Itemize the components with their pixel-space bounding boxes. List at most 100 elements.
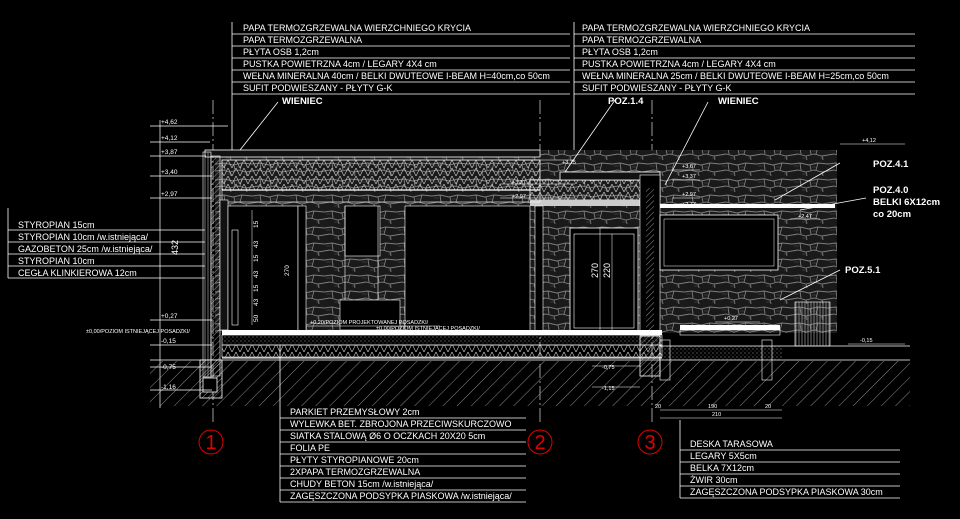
dim-220-door: 220 [602, 263, 612, 278]
roof-left-layer-6: SUFIT PODWIESZANY - PŁYTY G-K [243, 83, 393, 93]
dim-20a: 20 [655, 404, 661, 410]
roof-left-layer-1: PAPA TERMOZGRZEWALNA WIERZCHNIEGO KRYCIA [243, 23, 471, 33]
callout-poz-4-0: POZ.4.0 [873, 185, 908, 196]
roof-left-layer-list: PAPA TERMOZGRZEWALNA WIERZCHNIEGO KRYCIA… [231, 22, 570, 155]
callout-poz-5-1: POZ.5.1 [845, 265, 881, 276]
level-277: +2,77 [682, 202, 696, 208]
level-247: +2,47 [798, 214, 812, 220]
roof-left-layer-2: PAPA TERMOZGRZEWALNA [243, 35, 362, 45]
terrace-layer-3: BELKA 7X12cm [690, 463, 754, 473]
window-dims-left: 15 43 15 43 15 43 50 270 [251, 210, 291, 325]
axis-label-3: 3 [644, 432, 655, 454]
level-lines-left [150, 120, 228, 408]
floor-layer-3: SIATKA STALOWĄ Ø6 O OCZKACH 20X20 5cm [290, 431, 485, 441]
floor-layer-2: WYLEWKA BET. ZBROJONA PRZECIWSKURCZOWO [290, 419, 512, 429]
callout-poz-1-4: POZ.1.4 [608, 96, 644, 107]
wall-left [199, 151, 229, 399]
dim-190: 190 [708, 404, 717, 410]
axis-label-2: 2 [534, 432, 545, 454]
terrace-layer-4: ŻWIR 30cm [690, 475, 738, 485]
level-412: +4,12 [161, 135, 178, 142]
terrace-layer-list: DESKA TARASOWA LEGARY 5X5cm BELKA 7X12cm… [679, 420, 900, 499]
dim-15b: 15 [253, 254, 260, 262]
roof-right-layer-2: PAPA TERMOZGRZEWALNA [582, 35, 701, 45]
dim-20b: 20 [765, 404, 771, 410]
dim-270-door: 270 [590, 263, 600, 278]
dim-15c: 15 [253, 284, 260, 292]
floor-layer-4: FOLIA PE [290, 443, 330, 453]
terrace-layer-5: ZAGĘSZCZONA PODSYPKA PIASKOWA 30cm [690, 487, 883, 497]
level-367: +3,67 [682, 164, 696, 170]
level-327: +3,27 [512, 180, 526, 186]
floor-layer-6: 2XPAPA TERMOZGRZEWALNA [290, 467, 420, 477]
wall-layer-5: CEGŁA KLINKIEROWA 12cm [18, 268, 137, 278]
level-075: -0,75 [161, 364, 176, 371]
dim-43b: 43 [253, 270, 260, 278]
callout-poz-4-1: POZ.4.1 [873, 159, 909, 170]
level-375: +3,75 [562, 160, 576, 166]
ground [150, 345, 910, 406]
floor-layer-1: PARKIET PRZEMYSŁOWY 2cm [290, 407, 420, 417]
roof-left-layer-4: PUSTKA POWIETRZNA 4cm / LEGARY 4X4 cm [243, 59, 437, 69]
dim-270-left: 270 [284, 265, 291, 276]
terrace-layer-1: DESKA TARASOWA [690, 439, 773, 449]
level-075-mid: -0,75 [602, 365, 615, 371]
interior-left [227, 205, 531, 332]
level-297c: +2,97 [682, 192, 696, 198]
level-exist-floor: ±0,00/POZIOM ISTNIEJĄCEJ POSADZKI/ [376, 326, 480, 332]
level-015-right: -0,15 [860, 338, 873, 344]
level-116: -1,16 [161, 384, 176, 391]
level-412-right: +4,12 [862, 138, 876, 144]
callout-co-20cm: co 20cm [873, 209, 911, 220]
roof-right-layer-1: PAPA TERMOZGRZEWALNA WIERZCHNIEGO KRYCIA [582, 23, 810, 33]
wall-layer-3: GAZOBETON 25cm /w.istniejąca/ [18, 244, 153, 254]
roof-left-layer-5: WEŁNA MINERALNA 40cm / BELKI DWUTEOWE I-… [243, 71, 550, 81]
axis-marker-1: 1 [198, 429, 224, 455]
roof-slab [204, 149, 835, 208]
callout-belki: BELKI 6X12cm [873, 197, 940, 208]
level-297: +2,97 [161, 191, 178, 198]
roof-right-layer-5: WEŁNA MINERALNA 25cm / BELKI DWUTEOWE I-… [582, 71, 889, 81]
axis-label-1: 1 [205, 432, 216, 454]
wall-layer-1: STYROPIAN 15cm [18, 220, 95, 230]
level-lines-right [672, 143, 905, 345]
floor-layer-8: ZAGĘSZCZONA PODSYPKA PIASKOWA /w.istniej… [290, 491, 512, 501]
terrace-dims [660, 409, 782, 419]
level-340: +3,40 [161, 169, 178, 176]
roof-right-layer-4: PUSTKA POWIETRZNA 4cm / LEGARY 4X4 cm [582, 59, 776, 69]
level-015: -0,15 [161, 338, 176, 345]
level-387: +3,87 [161, 149, 178, 156]
level-115-mid: -1,15 [602, 386, 615, 392]
roof-right-layer-6: SUFIT PODWIESZANY - PŁYTY G-K [582, 83, 732, 93]
axis-marker-2: 2 [527, 429, 553, 455]
wall-layer-list: STYROPIAN 15cm STYROPIAN 10cm /w.istniej… [7, 208, 205, 279]
floor-layer-7: CHUDY BETON 15cm /w.istniejąca/ [290, 479, 434, 489]
wall-layer-4: STYROPIAN 10cm [18, 256, 95, 266]
floor-layer-list: PARKIET PRZEMYSŁOWY 2cm WYLEWKA BET. ZBR… [279, 345, 526, 503]
dim-210: 210 [712, 412, 721, 418]
floor-slab [221, 325, 781, 381]
callout-leaders [239, 99, 867, 301]
dim-43c: 43 [253, 298, 260, 306]
level-027: +0,27 [161, 313, 178, 320]
level-337: +3,37 [682, 174, 696, 180]
dim-15a: 15 [253, 220, 260, 228]
roof-left-layer-3: PŁYTA OSB 1,2cm [243, 47, 319, 57]
callout-wieniec-left: WIENIEC [282, 96, 323, 107]
level-027-right: +0,27 [724, 316, 738, 322]
wall-right [639, 174, 831, 377]
door-opening [534, 205, 639, 333]
wall-layer-2: STYROPIAN 10cm /w.istniejąca/ [18, 232, 149, 242]
dim-432: 432 [170, 240, 180, 255]
dim-43a: 43 [253, 240, 260, 248]
level-462: +4,62 [161, 119, 178, 126]
roof-right-layer-3: PŁYTA OSB 1,2cm [582, 47, 658, 57]
door-dims: 270 220 [590, 228, 613, 332]
level-297b: +2,97 [512, 194, 526, 200]
floor-layer-5: PŁYTY STYROPIANOWE 20cm [290, 455, 419, 465]
level-lines-mid [500, 159, 640, 388]
axis-marker-3: 3 [637, 429, 663, 455]
level-000-left: ±0,00/POZIOM ISTNIEJĄCEJ POSADZKI/ [86, 329, 190, 335]
terrace-layer-2: LEGARY 5X5cm [690, 451, 757, 461]
dim-50: 50 [253, 314, 260, 322]
